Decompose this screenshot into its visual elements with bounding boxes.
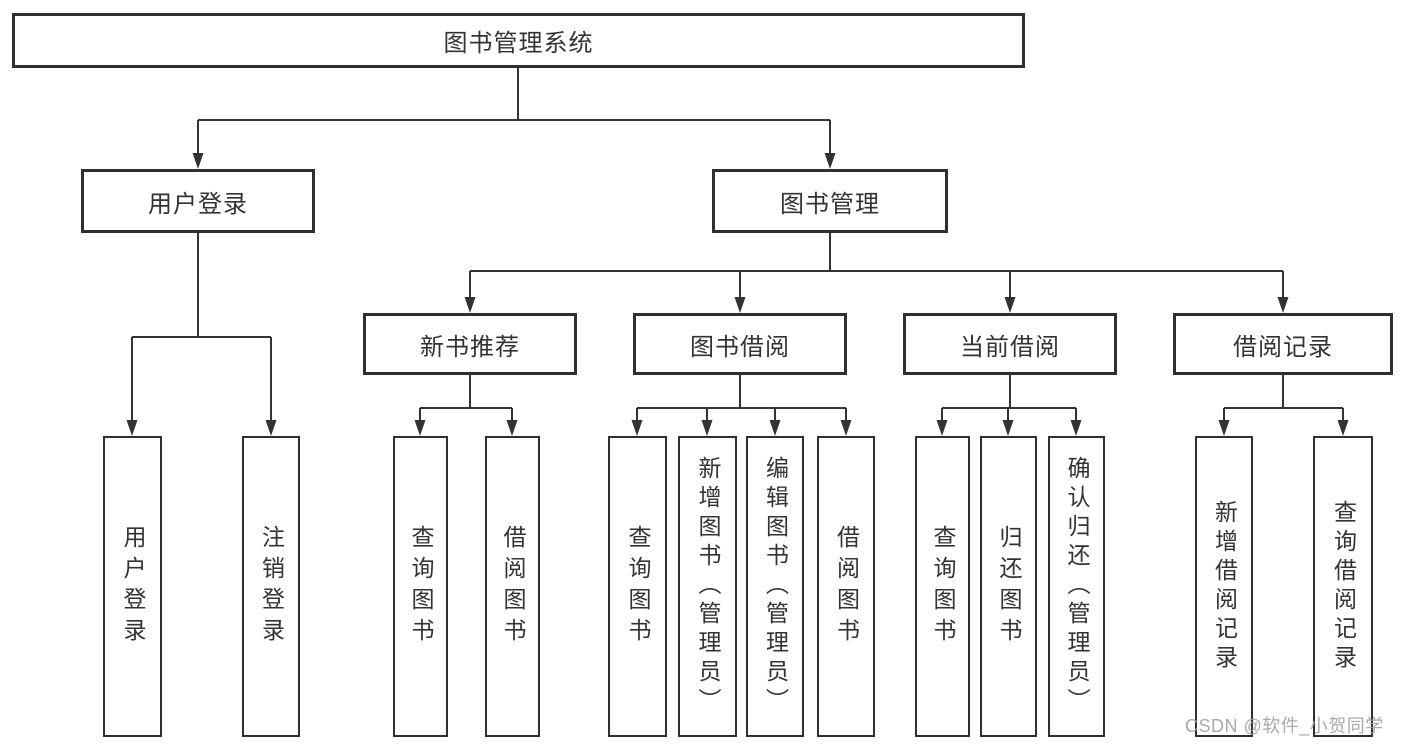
leaf-query-borrow-record: 查询借阅记录: [1313, 436, 1373, 737]
leaf-add-books-admin: 新增图书（管理员）: [678, 436, 737, 737]
node-library-system: 图书管理系统: [12, 13, 1025, 68]
leaf-label: 查询图书: [930, 524, 956, 649]
leaf-label: 新增借阅记录: [1211, 499, 1238, 674]
leaf-confirm-return-admin: 确认归还（管理员）: [1048, 436, 1105, 737]
leaf-query-books-recommend: 查询图书: [393, 436, 448, 737]
node-new-book-recommend: 新书推荐: [363, 313, 577, 375]
leaf-label: 新增图书（管理员）: [695, 456, 721, 717]
leaf-borrow-books: 借阅图书: [817, 436, 875, 737]
leaf-label: 查询借阅记录: [1330, 499, 1357, 674]
node-book-borrowing: 图书借阅: [633, 313, 847, 375]
leaf-label: 借阅图书: [833, 524, 860, 649]
leaf-label: 归还图书: [996, 524, 1022, 649]
node-user-login: 用户登录: [81, 169, 315, 233]
node-book-management: 图书管理: [712, 169, 948, 233]
leaf-add-borrow-record: 新增借阅记录: [1195, 436, 1253, 737]
leaf-label: 注销登录: [258, 524, 285, 649]
node-borrow-records: 借阅记录: [1173, 313, 1393, 375]
node-current-borrowing: 当前借阅: [903, 313, 1117, 375]
leaf-edit-books-admin: 编辑图书（管理员）: [746, 436, 804, 737]
csdn-watermark: CSDN @软件_小贺同学: [1185, 716, 1384, 736]
leaf-borrow-books-recommend: 借阅图书: [485, 436, 540, 737]
leaf-label: 查询图书: [408, 524, 434, 649]
leaf-return-books: 归还图书: [980, 436, 1037, 737]
leaf-label: 查询图书: [625, 524, 651, 649]
leaf-user-login: 用户登录: [103, 436, 162, 737]
leaf-label: 用户登录: [120, 524, 146, 649]
leaf-label: 借阅图书: [500, 524, 526, 649]
leaf-label: 确认归还（管理员）: [1064, 456, 1090, 717]
leaf-logout: 注销登录: [242, 436, 300, 737]
leaf-query-books-current: 查询图书: [915, 436, 970, 737]
leaf-label: 编辑图书（管理员）: [762, 456, 789, 717]
leaf-query-books-borrowing: 查询图书: [608, 436, 667, 737]
